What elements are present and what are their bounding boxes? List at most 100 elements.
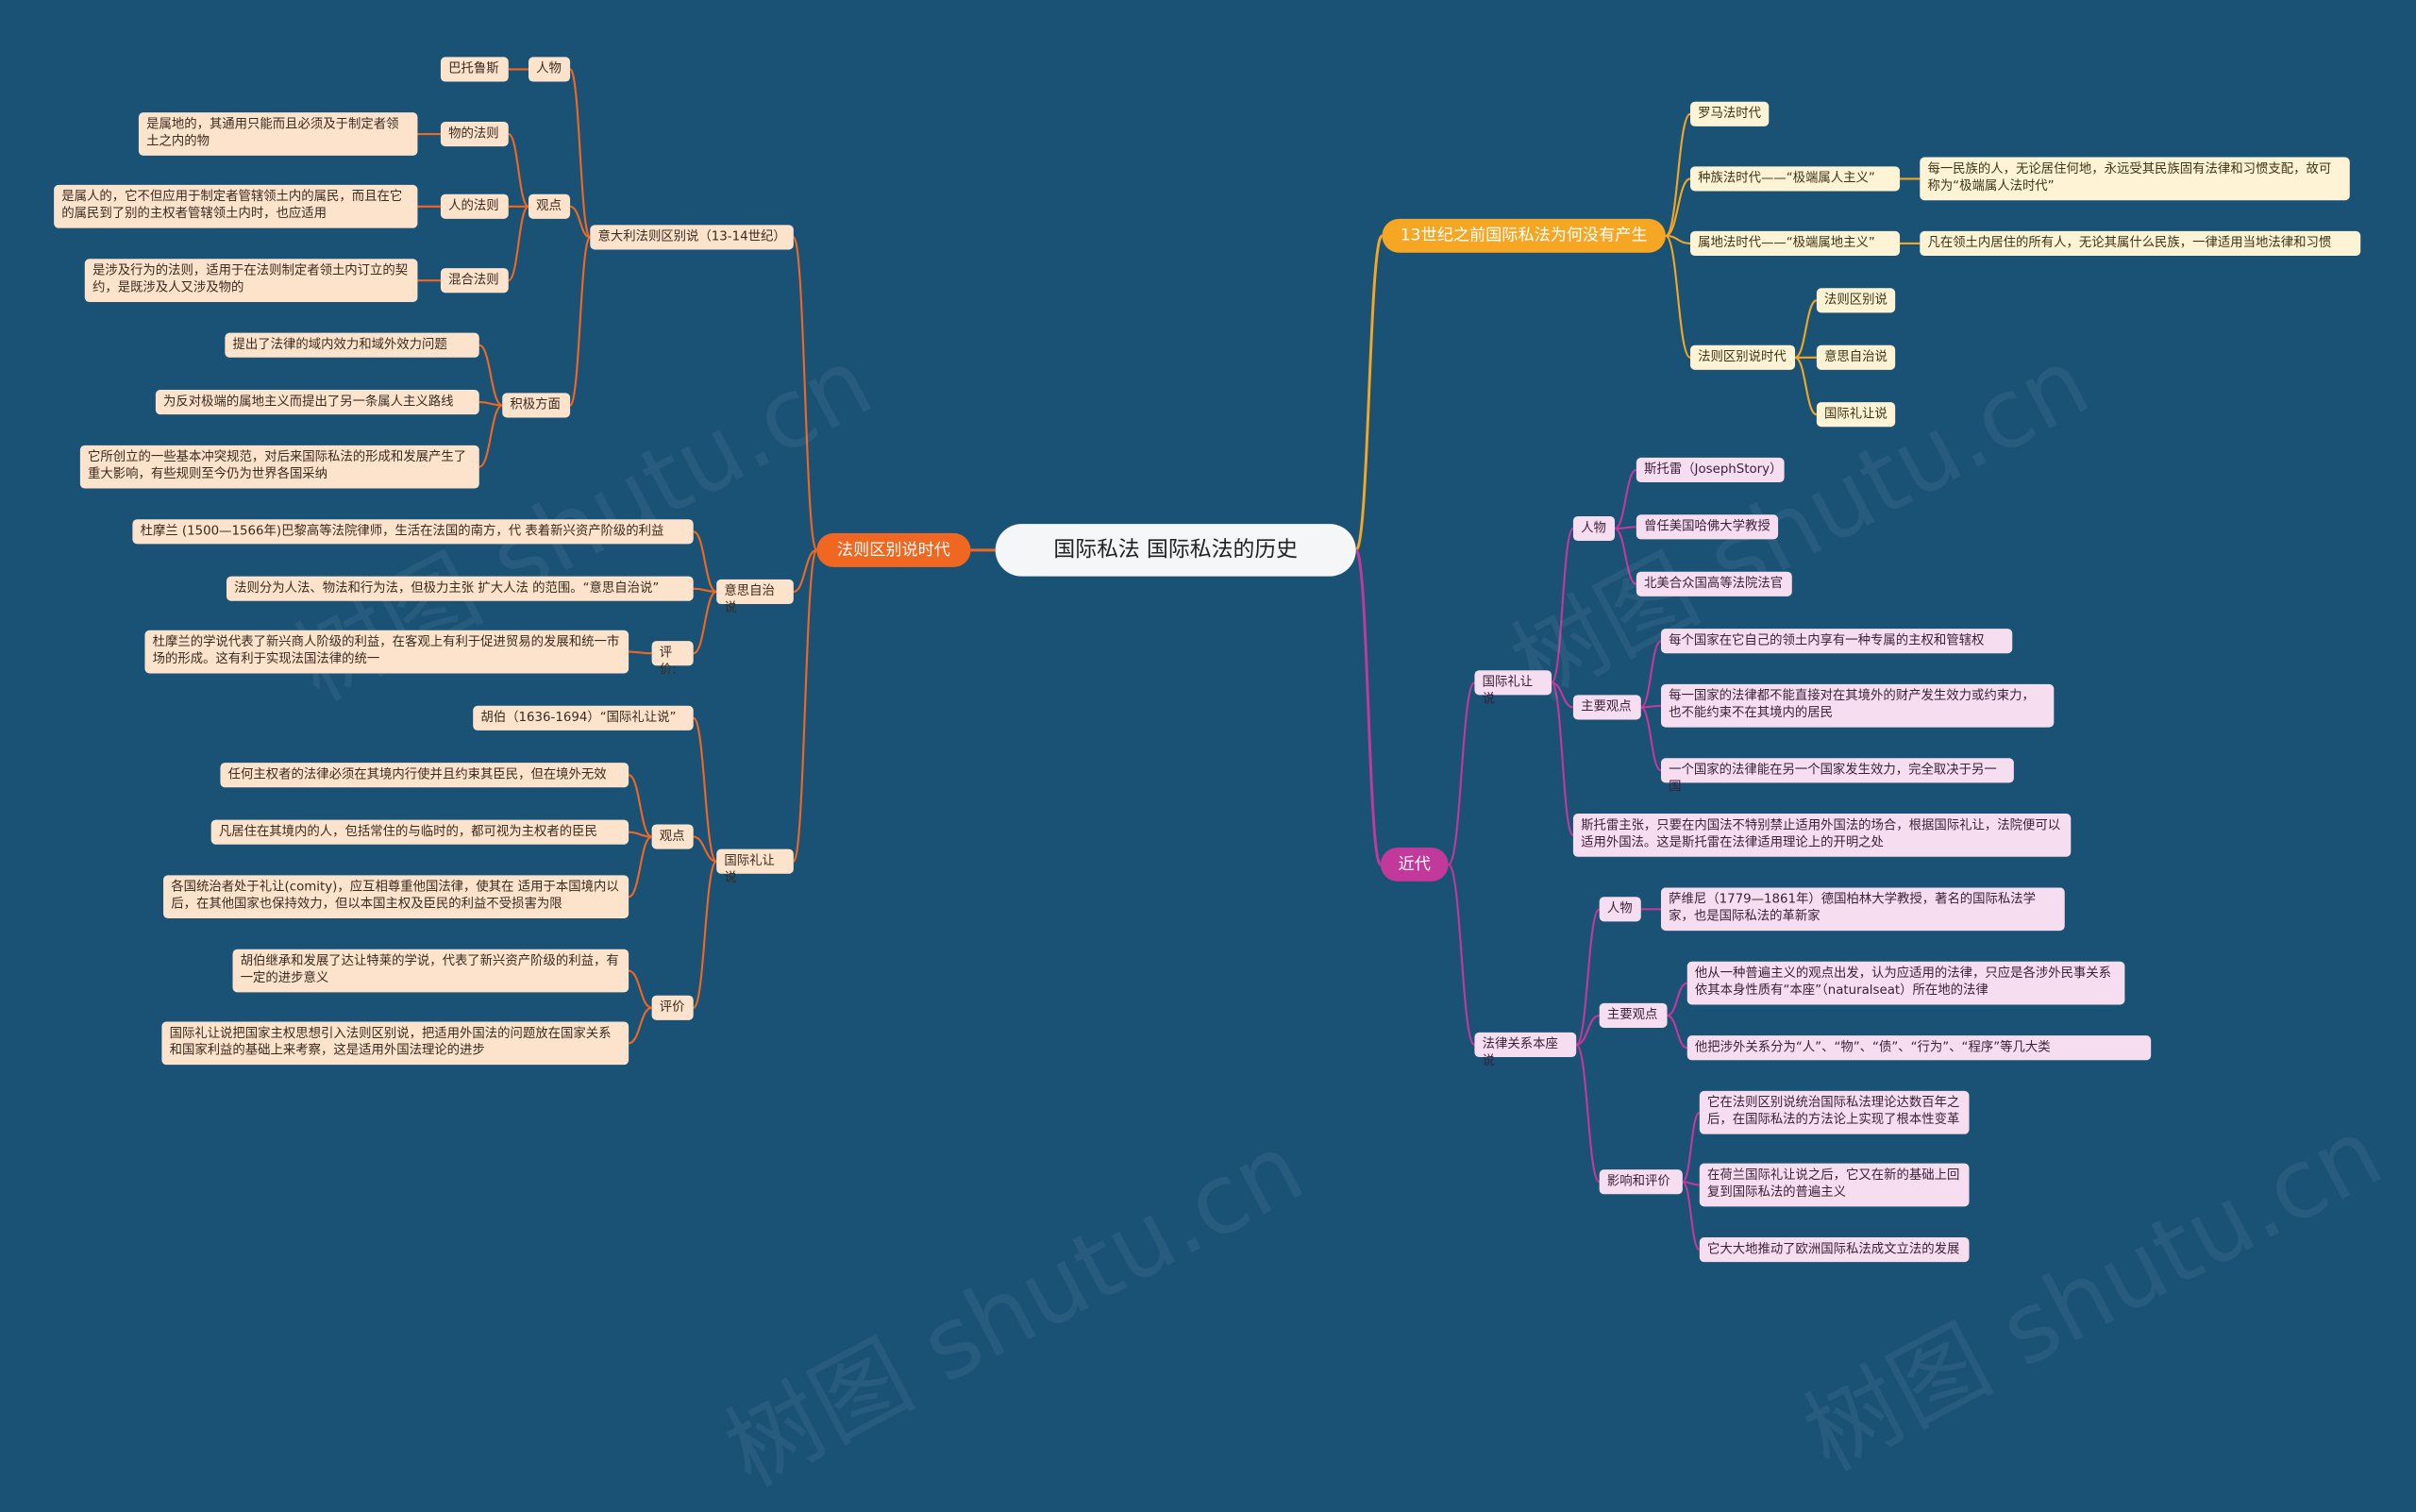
node-roman-era[interactable]: 罗马法时代	[1690, 101, 1770, 126]
node-law-division[interactable]: 法则分为人法、物法和行为法，但极力主张 扩大人法 的范围。“意思自治说”	[226, 576, 694, 601]
node-story-view-3[interactable]: 一个国家的法律能在另一个国家发生效力，完全取决于另一国	[1660, 758, 2014, 793]
root-node[interactable]: 国际私法 国际私法的历史	[995, 524, 1356, 577]
node-seat-theory[interactable]: 法律关系本座说	[1474, 1032, 1577, 1067]
node-impact-2[interactable]: 在荷兰国际礼让说之后，它又在新的基础上回复到国际私法的普遍主义	[1699, 1163, 1970, 1207]
node-person-label[interactable]: 人物	[528, 57, 571, 82]
node-law-distinction[interactable]: 法则区别说	[1816, 288, 1896, 313]
branch-why-no-pil-before-13th[interactable]: 13世纪之前国际私法为何没有产生	[1382, 218, 1666, 253]
node-thing-law[interactable]: 物的法则	[440, 121, 509, 147]
connector-line	[628, 835, 653, 899]
connector-line	[1575, 1014, 1600, 1046]
node-autonomy[interactable]: 意思自治说	[1816, 344, 1896, 370]
connector-line	[628, 1006, 652, 1045]
connector-line	[792, 236, 818, 551]
connector-line	[1575, 1043, 1601, 1184]
connector-line	[1794, 356, 1818, 416]
node-comity-view-2[interactable]: 凡居住在其境内的人，包括常住的与临时的，都可视为主权者的臣民	[210, 819, 629, 845]
node-person-label[interactable]: 人物	[1572, 515, 1616, 542]
connector-line	[628, 774, 653, 838]
node-positive-1[interactable]: 提出了法律的域内效力和域外效力问题	[225, 332, 479, 358]
connector-line	[1447, 863, 1476, 1046]
node-tribal-era-text[interactable]: 每一民族的人，无论居住何地，永远受其民族固有法律和习惯支配，故可称为“极端属人法…	[1920, 157, 2350, 201]
node-evaluation-label[interactable]: 评价	[651, 995, 694, 1020]
node-territorial-era[interactable]: 属地法时代——“极端属地主义”	[1690, 230, 1901, 257]
node-italy-theory[interactable]: 意大利法则区别说（13-14世纪）	[590, 225, 794, 250]
connector-line	[569, 236, 592, 407]
node-harvard-professor[interactable]: 曾任美国哈佛大学教授	[1636, 514, 1779, 540]
node-comity-view-3[interactable]: 各国统治者处于礼让(comity)，应互相尊重他国法律，使其在 适用于本国境内以…	[163, 875, 629, 919]
node-person-law-text[interactable]: 是属人的，它不但应用于制定者管辖领土内的属民，而且在它的属民到了别的主权者管辖领…	[54, 184, 418, 228]
connector-line	[1551, 681, 1574, 709]
connector-line	[693, 835, 717, 863]
node-mixed-law[interactable]: 混合法则	[440, 268, 509, 294]
node-views-label[interactable]: 观点	[651, 824, 694, 849]
connector-line	[1640, 640, 1662, 709]
node-impact-3[interactable]: 它大大地推动了欧洲国际私法成文立法的发展	[1699, 1237, 1970, 1263]
node-positive-aspects[interactable]: 积极方面	[502, 393, 571, 418]
connector-line	[1640, 706, 1662, 772]
node-comity[interactable]: 国际礼让说	[1816, 402, 1896, 428]
node-comity-theory[interactable]: 国际礼让说	[1474, 670, 1552, 705]
connector-line	[1665, 234, 1691, 245]
node-main-views-label[interactable]: 主要观点	[1599, 1002, 1668, 1028]
node-person-law[interactable]: 人的法则	[440, 193, 509, 219]
node-story-view-1[interactable]: 每个国家在它自己的领土内享有一种专属的主权和管辖权	[1660, 629, 2013, 654]
connector-line	[1681, 1111, 1701, 1184]
node-story-view-2[interactable]: 每一国家的法律都不能直接对在其境外的财产发生效力或约束力，也不能约束不在其境内的…	[1660, 683, 2055, 728]
node-tribal-era[interactable]: 种族法时代——“极端属人主义”	[1690, 166, 1901, 192]
node-evaluation-label[interactable]: 评价:	[651, 641, 694, 676]
node-savigny-view-2[interactable]: 他把涉外关系分为“人”、“物”、“债”、“行为”、“程序”等几大类	[1686, 1035, 2152, 1061]
node-story[interactable]: 斯托雷（JosephStory）	[1636, 457, 1785, 483]
node-law-distinction-era[interactable]: 法则区别说时代	[1690, 344, 1796, 370]
node-savigny-view-1[interactable]: 他从一种普遍主义的观点出发，认为应适用的法律，只应是各涉外民事关系依其本身性质有…	[1686, 961, 2125, 1005]
connector-line	[793, 548, 817, 593]
node-comity-eval-2[interactable]: 国际礼让说把国家主权思想引入法则区别说，把适用外国法的问题放在国家关系和国家利益…	[161, 1021, 629, 1066]
node-positive-2[interactable]: 为反对极端的属地主义而提出了另一条属人主义路线	[155, 390, 479, 415]
connector-lines	[417, 68, 1921, 1252]
node-mixed-law-text[interactable]: 是涉及行为的法则，适用于在法则制定者领土内订立的契约，是既涉及人又涉及物的	[84, 259, 418, 302]
node-comity-view-1[interactable]: 任何主权者的法律必须在其境内行使并且约束其臣民，但在境外无效	[220, 763, 629, 788]
node-views-label[interactable]: 观点	[528, 193, 571, 219]
connector-line	[1551, 527, 1574, 684]
node-evaluation-text[interactable]: 杜摩兰的学说代表了新兴商人阶级的利益，在客观上有利于促进贸易的发展和统一市场的形…	[144, 630, 629, 674]
connector-line	[629, 650, 652, 655]
branch-modern-era[interactable]: 近代	[1380, 847, 1449, 882]
connector-line	[569, 205, 591, 239]
connector-line	[1614, 468, 1637, 530]
node-savigny[interactable]: 萨维尼（1779—1861年）德国柏林大学教授，著名的国际私法学家，也是国际私法…	[1660, 887, 2065, 932]
node-person-label[interactable]: 人物	[1599, 897, 1641, 922]
node-positive-3[interactable]: 它所创立的一些基本冲突规范，对后来国际私法的形成和发展产生了重大影响，有些规则至…	[79, 445, 479, 489]
connector-line	[1614, 527, 1637, 585]
connector-line	[478, 344, 503, 407]
node-impact-label[interactable]: 影响和评价	[1599, 1169, 1683, 1195]
node-story-note[interactable]: 斯托雷主张，只要在内国法不特别禁止适用外国法的场合，根据国际礼让，法院便可以适用…	[1572, 814, 2072, 857]
connector-line	[569, 68, 592, 239]
node-thing-law-text[interactable]: 是属地的，其通用只能而且必须及于制定者领土之内的物	[138, 112, 418, 156]
node-bartolus[interactable]: 巴托鲁斯	[440, 57, 509, 82]
connector-line	[692, 860, 718, 1009]
connector-line	[693, 590, 717, 655]
connector-line	[1664, 234, 1692, 359]
node-impact-1[interactable]: 它在法则区别说统治国际私法理论达数百年之后，在国际私法的方法论上实现了根本性变革	[1699, 1090, 1970, 1134]
connector-line	[1794, 299, 1818, 359]
connector-line	[1681, 1181, 1701, 1252]
connector-line	[792, 548, 818, 863]
node-huber[interactable]: 胡伯（1636-1694）“国际礼让说”	[473, 705, 694, 731]
connector-line	[1667, 982, 1688, 1016]
branch-law-distinction-era[interactable]: 法则区别说时代	[816, 532, 971, 567]
node-supreme-court-judge[interactable]: 北美合众国高等法院法官	[1636, 571, 1792, 596]
connector-line	[1665, 177, 1691, 237]
connector-line	[628, 969, 652, 1009]
connector-line	[1575, 908, 1601, 1046]
connector-line	[1354, 234, 1384, 552]
connector-line	[478, 404, 503, 468]
node-main-views-label[interactable]: 主要观点	[1572, 695, 1641, 720]
node-territorial-era-text[interactable]: 凡在领土内居住的所有人，无论其属什么民族，一律适用当地法律和习惯	[1920, 230, 2361, 257]
connector-line	[508, 132, 529, 208]
node-comity-eval-1[interactable]: 胡伯继承和发展了达让特莱的学说，代表了新兴资产阶级的利益，有一定的进步意义	[232, 949, 629, 993]
node-dumoulin[interactable]: 杜摩兰 (1500—1566年)巴黎高等法院律师，生活在法国的南方，代 表着新兴…	[132, 519, 694, 545]
connector-line	[1447, 681, 1476, 865]
node-comity-theory[interactable]: 国际礼让说	[716, 848, 794, 883]
node-autonomy-theory[interactable]: 意思自治说	[716, 579, 794, 614]
connector-line	[693, 530, 717, 593]
